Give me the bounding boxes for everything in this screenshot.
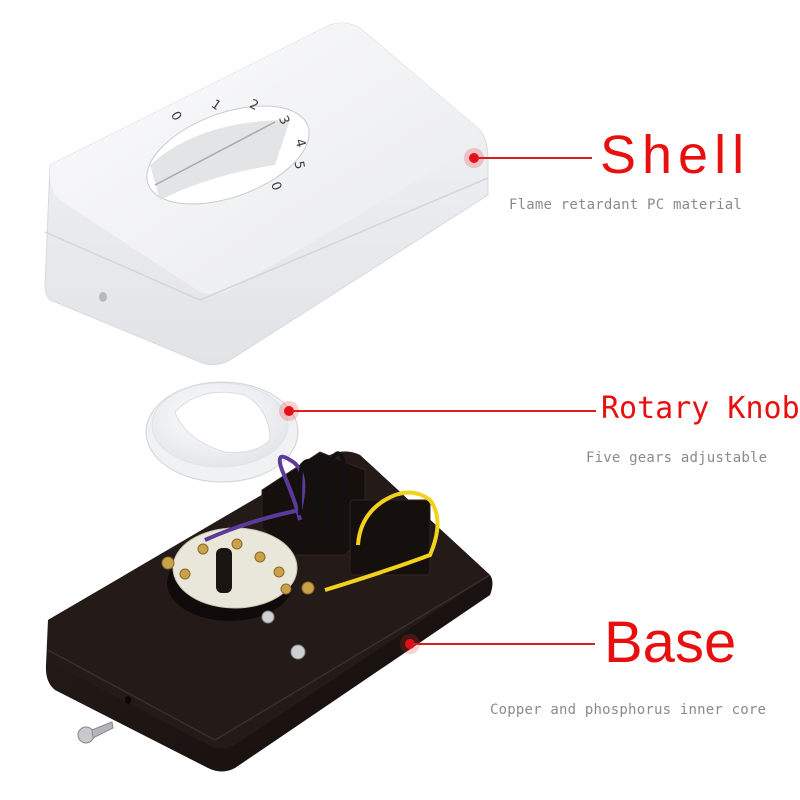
shell-callout-dot — [469, 153, 479, 163]
base-callout-dot — [405, 639, 415, 649]
knob-leader-line — [292, 410, 596, 412]
base-title: Base — [604, 610, 737, 675]
svg-text:5: 5 — [291, 160, 307, 171]
base-leader-line — [413, 643, 595, 645]
knob-subtitle: Five gears adjustable — [586, 450, 768, 466]
shell-title: Shell — [600, 125, 751, 185]
knob-title: Rotary Knob — [601, 391, 800, 426]
screw — [77, 721, 114, 744]
knob-part — [145, 381, 299, 483]
shell-subtitle: Flame retardant PC material — [509, 197, 742, 213]
svg-text:4: 4 — [291, 137, 308, 149]
terminals — [161, 538, 315, 595]
base-subtitle: Copper and phosphorus inner core — [490, 702, 767, 718]
shell-part: 0 1 2 3 4 5 0 — [44, 22, 489, 366]
shell-leader-line — [477, 157, 592, 159]
knob-callout-dot — [284, 406, 294, 416]
base-part — [45, 451, 493, 772]
